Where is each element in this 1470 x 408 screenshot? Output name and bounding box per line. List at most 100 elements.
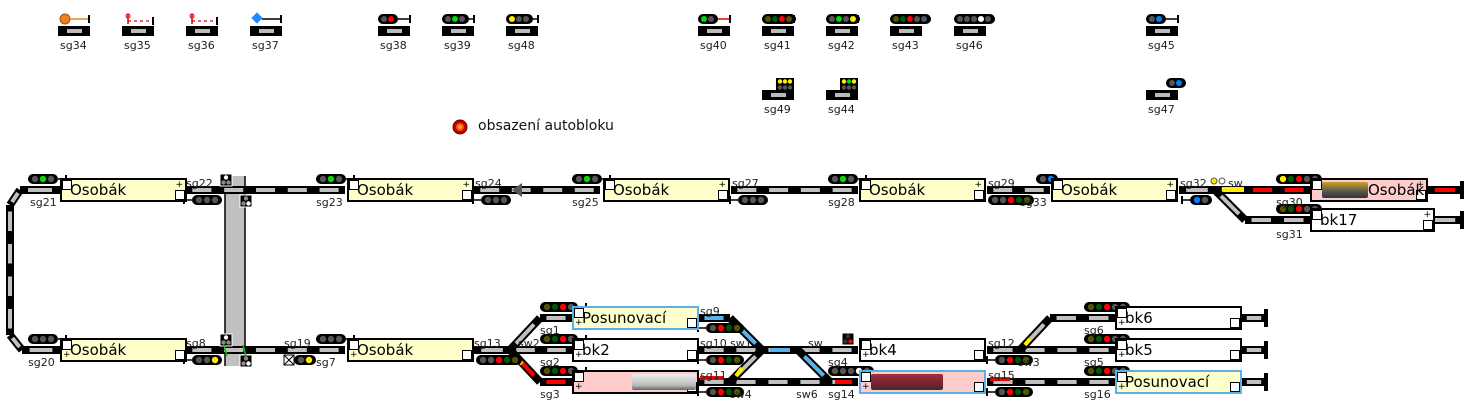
block-b10[interactable]: +Posunovací xyxy=(572,306,699,330)
block-plus-icon[interactable]: + xyxy=(63,350,71,360)
block-corner-handle[interactable] xyxy=(574,340,584,350)
block-b1[interactable]: +Osobák xyxy=(60,178,187,202)
block-corner-handle[interactable] xyxy=(1117,340,1127,350)
signal-lamp xyxy=(583,175,591,183)
signal-sg7-icon[interactable] xyxy=(294,355,316,365)
form-signal-icon[interactable] xyxy=(59,13,71,25)
level-crossing-road[interactable] xyxy=(225,176,245,366)
block-plus-icon[interactable]: + xyxy=(462,180,470,190)
block-plus-icon[interactable]: + xyxy=(1423,210,1431,220)
signal-sg3-icon[interactable] xyxy=(540,366,578,376)
block-bk5[interactable]: +bk5 xyxy=(1115,338,1242,362)
block-corner-handle[interactable] xyxy=(1312,180,1322,190)
block-b2[interactable]: +Osobák xyxy=(347,178,474,202)
block-corner-handle[interactable] xyxy=(349,340,359,350)
block-plus-icon[interactable]: + xyxy=(175,180,183,190)
signal-sg2-icon[interactable] xyxy=(540,334,578,344)
block-plus-icon[interactable]: + xyxy=(974,180,982,190)
block-corner-handle[interactable] xyxy=(574,372,584,382)
signal-sg10-icon[interactable] xyxy=(706,355,744,365)
block-corner-handle[interactable] xyxy=(718,190,728,200)
block-corner-handle[interactable] xyxy=(974,190,984,200)
template-label-sg36: sg36 xyxy=(188,39,215,52)
block-bk2[interactable]: +bk2 xyxy=(572,338,699,362)
track-occupancy-indicator xyxy=(802,354,826,378)
signal-lamp xyxy=(31,175,39,183)
block-plus-icon[interactable]: + xyxy=(575,382,583,392)
signal-sg15-icon[interactable] xyxy=(995,387,1033,397)
block-plus-icon[interactable]: + xyxy=(718,180,726,190)
signal-lamp xyxy=(1087,367,1095,375)
dwarf-signal-icon[interactable] xyxy=(251,12,263,24)
signal-sg12-icon[interactable] xyxy=(995,355,1033,365)
block-plus-icon[interactable]: + xyxy=(1118,318,1126,328)
block-b8[interactable]: +Osobák xyxy=(60,338,187,362)
block-b17[interactable]: +Posunovací xyxy=(1115,370,1242,394)
block-plus-icon[interactable]: + xyxy=(575,350,583,360)
block-corner-handle[interactable] xyxy=(62,180,72,190)
block-corner-handle[interactable] xyxy=(1117,372,1127,382)
block-corner-handle[interactable] xyxy=(462,350,472,360)
signal-lamp xyxy=(1006,388,1014,396)
signal-lamp xyxy=(786,16,792,22)
block-label: bk5 xyxy=(1125,341,1153,359)
block-bk4[interactable]: +bk4 xyxy=(859,338,986,362)
block-corner-handle[interactable] xyxy=(1230,350,1240,360)
block-b3[interactable]: +Osobák xyxy=(603,178,730,202)
block-plus-icon[interactable]: + xyxy=(1166,180,1174,190)
signal-sg32-icon[interactable] xyxy=(1190,195,1212,205)
block-plus-icon[interactable]: + xyxy=(862,382,870,392)
block-corner-handle[interactable] xyxy=(605,180,615,190)
block-b5[interactable]: +Osobák xyxy=(1051,178,1178,202)
signal-sg1-icon[interactable] xyxy=(540,302,578,312)
block-corner-handle[interactable] xyxy=(1423,220,1433,230)
block-plus-icon[interactable]: + xyxy=(350,350,358,360)
block-corner-handle[interactable] xyxy=(349,180,359,190)
block-b9[interactable]: +Osobák xyxy=(347,338,474,362)
block-b4[interactable]: + Osobák xyxy=(859,178,986,202)
block-corner-handle[interactable] xyxy=(62,340,72,350)
block-corner-handle[interactable] xyxy=(861,340,871,350)
block-corner-handle[interactable] xyxy=(462,190,472,200)
block-bk17[interactable]: + bk17 xyxy=(1310,208,1435,232)
block-label: bk17 xyxy=(1320,211,1358,229)
template-label-sg41: sg41 xyxy=(764,39,791,52)
block-corner-handle[interactable] xyxy=(687,318,697,328)
block-corner-handle[interactable] xyxy=(1230,318,1240,328)
block-corner-handle[interactable] xyxy=(175,350,185,360)
block-corner-handle[interactable] xyxy=(1117,308,1127,318)
block-bk6[interactable]: +bk6 xyxy=(1115,306,1242,330)
template-base xyxy=(195,29,210,33)
block-corner-handle[interactable] xyxy=(1166,190,1176,200)
signal-lamp xyxy=(543,303,551,311)
signal-sg11-icon[interactable] xyxy=(706,387,744,397)
block-corner-handle[interactable] xyxy=(574,308,584,318)
block-corner-handle[interactable] xyxy=(974,350,984,360)
block-b14[interactable]: + xyxy=(859,370,986,394)
block-corner-handle[interactable] xyxy=(1312,210,1322,220)
block-label: Osobák xyxy=(869,181,926,199)
label-sg20: sg20 xyxy=(28,356,55,369)
block-corner-handle[interactable] xyxy=(1416,190,1426,200)
block-corner-handle[interactable] xyxy=(1053,180,1063,190)
block-plus-icon[interactable]: + xyxy=(1118,382,1126,392)
block-b6[interactable]: +Osobák xyxy=(1310,178,1428,202)
label-sg22: sg22 xyxy=(186,177,213,190)
block-corner-handle[interactable] xyxy=(687,350,697,360)
label-sg7: sg7 xyxy=(316,356,336,369)
signal-sg9-icon[interactable] xyxy=(706,323,744,333)
block-plus-icon[interactable]: + xyxy=(1118,350,1126,360)
block-corner-handle[interactable] xyxy=(974,382,984,392)
signal-lamp xyxy=(1176,80,1182,86)
block-plus-icon[interactable]: + xyxy=(1416,180,1424,190)
label-sg12: sg12 xyxy=(988,337,1015,350)
block-corner-handle[interactable] xyxy=(1230,382,1240,392)
block-corner-handle[interactable] xyxy=(861,180,871,190)
label-sg4: sg4 xyxy=(828,356,848,369)
block-corner-handle[interactable] xyxy=(861,372,871,382)
block-corner-handle[interactable] xyxy=(175,190,185,200)
label-sg32: sg32 xyxy=(1180,177,1207,190)
block-plus-icon[interactable]: + xyxy=(575,318,583,328)
block-plus-icon[interactable]: + xyxy=(862,350,870,360)
block-b12[interactable]: + xyxy=(572,370,699,394)
